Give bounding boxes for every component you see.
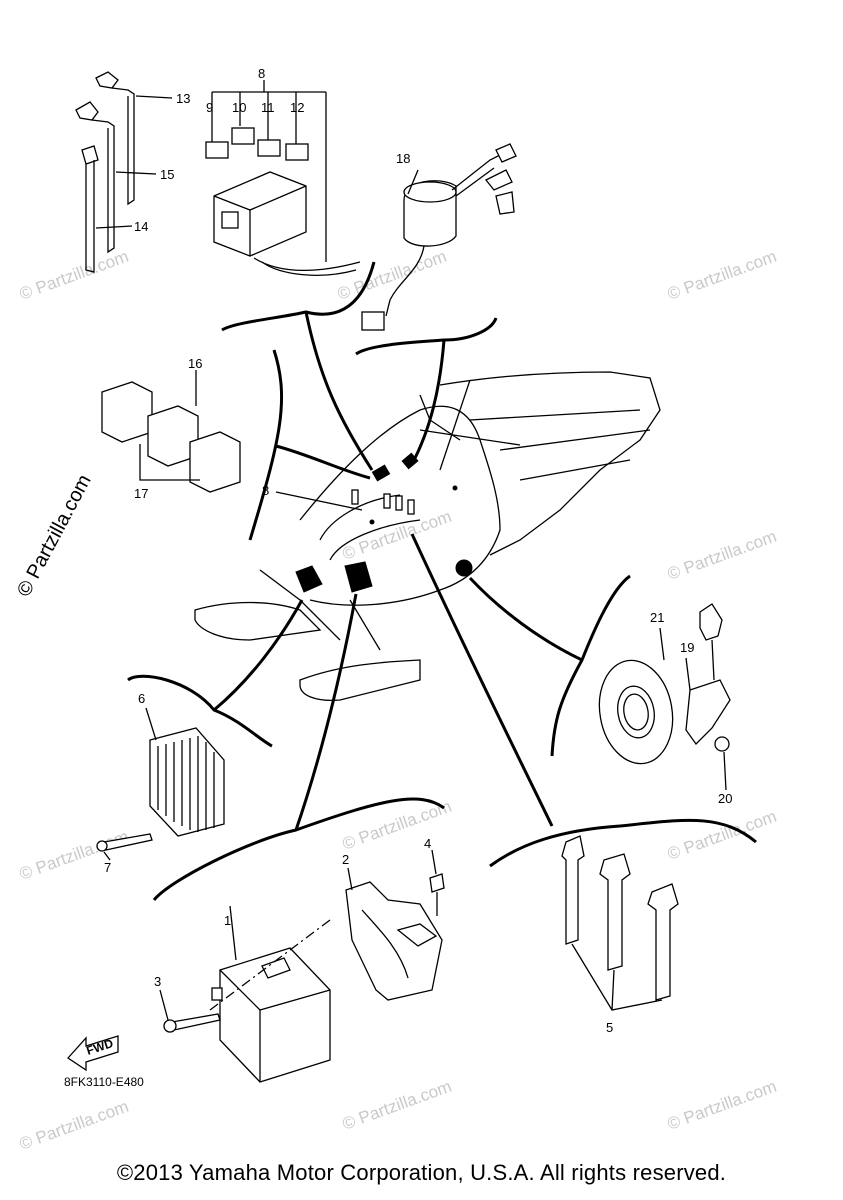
watermark: © Partzilla.com: [340, 507, 454, 564]
callout-16: 16: [188, 356, 202, 371]
watermark: © Partzilla.com: [665, 807, 779, 864]
callout-14: 14: [134, 219, 148, 234]
leader-line: [275, 491, 363, 511]
watermark: © Partzilla.com: [340, 1077, 454, 1134]
callout-13: 13: [176, 91, 190, 106]
callout-9: 9: [206, 100, 213, 115]
callout-12: 12: [290, 100, 304, 115]
leader-fuse-box: [304, 311, 374, 471]
watermark: © Partzilla.com: [665, 247, 779, 304]
main-switch-group: [355, 143, 517, 356]
callout-3: 3: [154, 974, 161, 989]
callout-4: 4: [424, 836, 431, 851]
watermark: © Partzilla.com: [17, 247, 131, 304]
watermark: © Partzilla.com: [17, 827, 131, 884]
leader-cdi: [294, 593, 358, 831]
callout-11: 11: [261, 100, 275, 115]
watermark: © Partzilla.com: [335, 247, 449, 304]
copyright-notice: ©2013 Yamaha Motor Corporation, U.S.A. A…: [116, 1160, 727, 1185]
callout-17: 17: [134, 486, 148, 501]
callout-1: 1: [224, 913, 231, 928]
leader-rectifier: [213, 599, 304, 712]
watermark: © Partzilla.com: [17, 1097, 131, 1154]
callout-5: 5: [606, 1020, 613, 1035]
callout-6: 6: [138, 691, 145, 706]
callout-10: 10: [232, 100, 246, 115]
callout-15: 15: [160, 167, 174, 182]
callout-18: 18: [396, 151, 410, 166]
callout-8: 8: [258, 66, 265, 81]
drawing-code: 8FK3110-E480: [64, 1075, 144, 1089]
callout-21: 21: [650, 610, 664, 625]
leader-main-switch: [410, 339, 446, 465]
relay-group: [101, 349, 284, 541]
cdi-group: [152, 797, 445, 1083]
watermark: © Partzilla.com: [665, 527, 779, 584]
callout-2: 2: [342, 852, 349, 867]
snowmobile-outline: [194, 371, 661, 701]
fuse-box-group: [75, 71, 376, 332]
callout-7: 7: [104, 860, 111, 875]
callout-19: 19: [680, 640, 694, 655]
watermark: © Partzilla.com: [665, 1077, 779, 1134]
leader-relay: [275, 444, 371, 480]
fwd-arrow-icon: FWD: [67, 1035, 119, 1072]
ignition-coil-group: [489, 818, 757, 1011]
leader-stator: [468, 576, 583, 662]
callout-20: 20: [718, 791, 732, 806]
side-watermark: © Partzilla.com: [13, 471, 96, 600]
stator-group: [550, 574, 731, 791]
leader-ignition-coil: [410, 533, 554, 827]
